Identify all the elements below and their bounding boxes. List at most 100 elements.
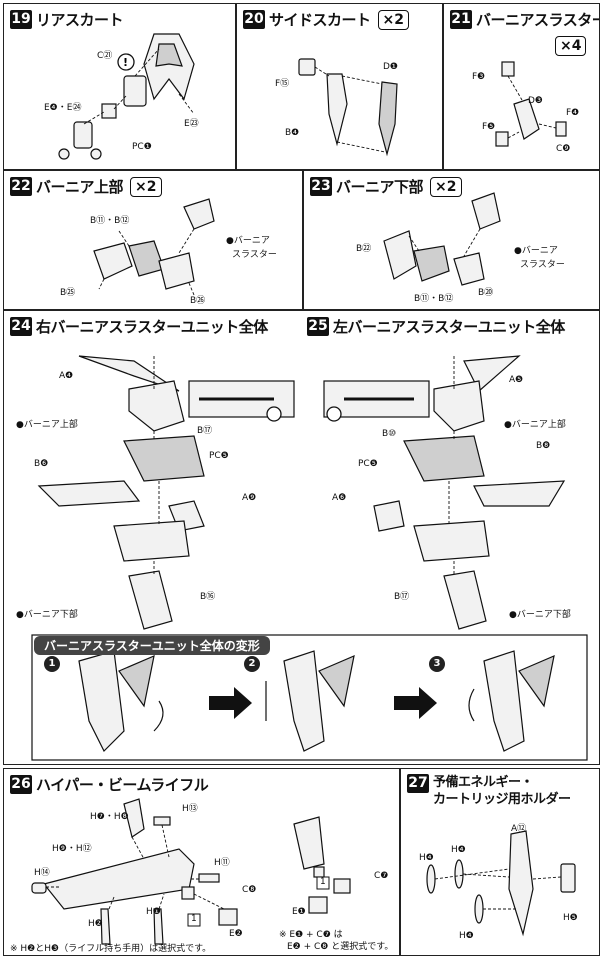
- part-label: PC❺: [209, 451, 229, 461]
- step-24-25-panel: 24 右バーニアスラスターユニット全体 25 左バーニアスラスターユニット全体: [3, 310, 600, 765]
- part-label: H❹: [419, 853, 434, 863]
- quantity-badge: ×2: [430, 176, 462, 197]
- part-label: F❹: [566, 108, 580, 118]
- part-label: B⑰: [197, 426, 213, 436]
- part-label: C㉑: [97, 51, 113, 61]
- step-title: バーニア下部: [336, 178, 424, 196]
- step-26-panel: 26 ハイパー・ビームライフル H❼・H❽ H⑬ H❾・H⑫ H⑪ H⑭ H❷ …: [3, 768, 400, 956]
- part-label: H❾・H⑫: [52, 844, 92, 854]
- step-26-header: 26 ハイパー・ビームライフル: [10, 774, 209, 795]
- part-label: E❷: [229, 929, 243, 939]
- vernier-lower-diagram: [383, 192, 501, 286]
- part-label: B㉒: [356, 244, 372, 254]
- part-label: C❽: [242, 885, 257, 895]
- part-label: ●バーニア上部: [16, 420, 78, 430]
- step-21-panel: 21 バーニアスラスター ×4 F❸ D❸ F❹ F❺ C❾: [443, 3, 600, 170]
- quantity-badge: ×2: [130, 176, 162, 197]
- svg-text:!: !: [123, 56, 128, 69]
- step-title: ハイパー・ビームライフル: [36, 776, 209, 794]
- part-label: E㉓: [184, 119, 199, 129]
- part-label: PC❺: [358, 459, 378, 469]
- step-27-panel: 27 予備エネルギー・ カートリッジ用ホルダー A⑫ H❹ H❹ H❹ H❺: [400, 768, 600, 956]
- step-title: リアスカート: [36, 11, 124, 29]
- box-number: 1: [191, 914, 197, 924]
- step-20-panel: 20 サイドスカート ×2 F⑮ D❶ B❹: [236, 3, 443, 170]
- part-label: H❼・H❽: [90, 812, 129, 822]
- part-label: H❷: [88, 919, 103, 929]
- part-label: B❹: [285, 128, 300, 138]
- part-label: ●バーニア下部: [16, 610, 78, 620]
- part-label: A❻: [332, 493, 347, 503]
- transform-step-number: 1: [44, 656, 60, 672]
- step-23-header: 23 バーニア下部 ×2: [310, 176, 462, 197]
- part-label: ●バーニア下部: [509, 610, 571, 620]
- step-22-header: 22 バーニア上部 ×2: [10, 176, 162, 197]
- step-title: バーニアスラスター: [476, 11, 600, 29]
- part-label: スラスター: [520, 260, 565, 270]
- step-title: 予備エネルギー・ カートリッジ用ホルダー: [433, 775, 571, 807]
- step-title: サイドスカート: [269, 11, 371, 29]
- selection-note: ※ H❷とH❸（ライフル持ち手用）は選択式です。: [10, 944, 212, 954]
- part-label: B⑪・B⑫: [414, 294, 454, 304]
- part-label: H❹: [459, 931, 474, 941]
- step-number: 23: [310, 177, 332, 196]
- selection-note: ※ E❶ + C❼ は: [279, 930, 343, 940]
- thruster-unit-diagram: [31, 355, 588, 761]
- part-label: A❹: [59, 371, 74, 381]
- part-label: ●バーニア上部: [504, 420, 566, 430]
- quantity-badge: ×4: [555, 36, 587, 56]
- part-label: D❶: [383, 62, 398, 72]
- part-label: E❶: [292, 907, 306, 917]
- step-title: 左バーニアスラスターユニット全体: [333, 318, 565, 336]
- part-label: A❾: [242, 493, 257, 503]
- cartridge-holder-diagram: [426, 830, 576, 937]
- step-number: 19: [10, 10, 32, 29]
- step-title: 右バーニアスラスターユニット全体: [36, 318, 268, 336]
- part-label: B⑳: [478, 288, 494, 298]
- beam-rifle-diagram: [31, 798, 351, 945]
- step-number: 24: [10, 317, 32, 336]
- box-number: 1: [320, 877, 326, 887]
- part-label: F❸: [472, 72, 486, 82]
- part-label: スラスター: [232, 250, 277, 260]
- quantity-badge: ×2: [377, 9, 409, 30]
- part-label: PC❶: [132, 142, 152, 152]
- step-21-header: 21 バーニアスラスター: [450, 9, 600, 30]
- step-19-panel: 19 リアスカート ! C㉑ E❹・E㉔ E㉓ PC❶: [3, 3, 236, 170]
- part-label: A⑫: [511, 824, 527, 834]
- step-number: 21: [450, 10, 472, 29]
- vernier-thruster-diagram: [495, 61, 567, 147]
- part-label: F❺: [482, 122, 496, 132]
- part-label: B❻: [34, 459, 49, 469]
- part-label: H❶: [146, 907, 161, 917]
- part-label: C❾: [556, 144, 571, 154]
- part-label: B⑪・B⑫: [90, 216, 130, 226]
- step-22-panel: 22 バーニア上部 ×2 B⑪・B⑫ ●バーニア スラスター B㉕ B㉖: [3, 170, 303, 310]
- part-label: B㉕: [60, 288, 76, 298]
- step-number: 20: [243, 10, 265, 29]
- part-label: B㉖: [190, 296, 206, 306]
- part-label: H❺: [563, 913, 578, 923]
- part-label: B⑰: [394, 592, 410, 602]
- step-number: 22: [10, 177, 32, 196]
- part-label: D❸: [528, 96, 543, 106]
- part-label: B⑩: [382, 429, 397, 439]
- rear-skirt-diagram: !: [58, 33, 195, 160]
- part-label: C❼: [374, 871, 389, 881]
- part-label: H❹: [451, 845, 466, 855]
- step-23-panel: 23 バーニア下部 ×2 B㉒ ●バーニア スラスター B⑪・B⑫ B⑳: [303, 170, 600, 310]
- part-label: ●バーニア: [226, 236, 270, 246]
- step-title: バーニア上部: [36, 178, 124, 196]
- step-number: 27: [407, 774, 429, 793]
- step-27-header: 27 予備エネルギー・ カートリッジ用ホルダー: [407, 774, 571, 808]
- part-label: H⑪: [214, 858, 230, 868]
- step-number: 26: [10, 775, 32, 794]
- vernier-upper-diagram: [93, 198, 215, 296]
- part-label: F⑮: [275, 79, 290, 89]
- part-label: A❺: [509, 375, 524, 385]
- part-label: B⑯: [200, 592, 216, 602]
- part-label: H⑭: [34, 868, 50, 878]
- transform-step-number: 3: [429, 656, 445, 672]
- step-24-header: 24 右バーニアスラスターユニット全体: [10, 316, 268, 337]
- part-label: ●バーニア: [514, 246, 558, 256]
